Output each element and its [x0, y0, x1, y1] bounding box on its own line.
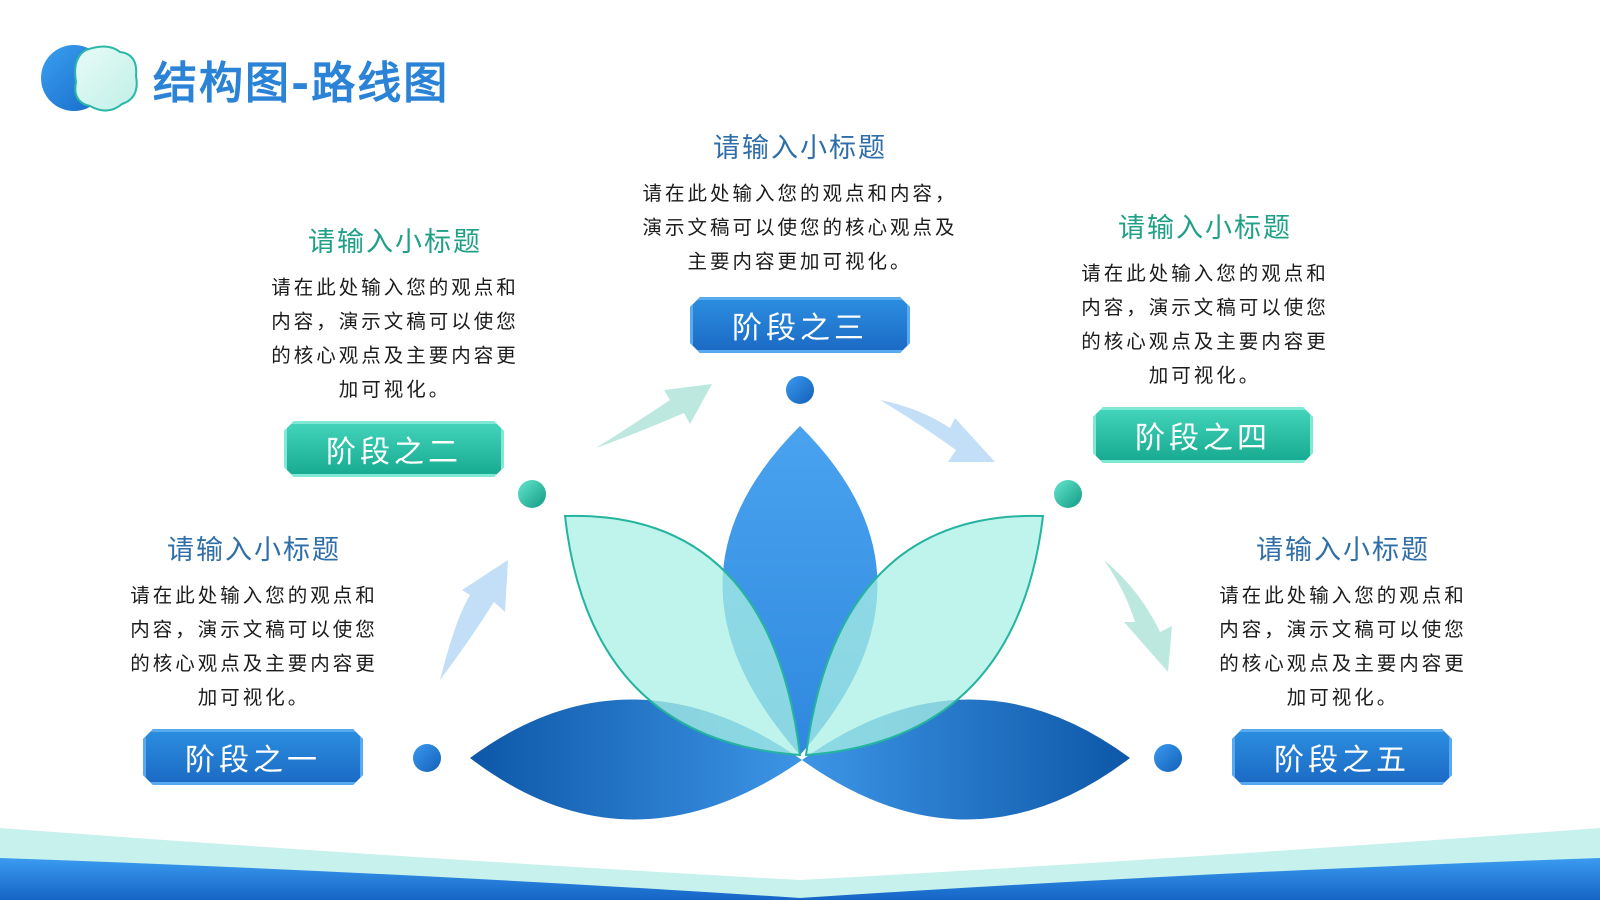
petal-left: [563, 514, 802, 757]
arrow-2-icon: [596, 384, 712, 448]
stage-5-description: 请在此处输入您的观点和 内容，演示文稿可以使您 的核心观点及主要内容更 加可视化…: [1219, 584, 1467, 709]
stage-3-description: 请在此处输入您的观点和内容， 演示文稿可以使您的核心观点及 主要内容更加可视化。: [642, 182, 958, 273]
stage-2-subtitle: 请输入小标题: [308, 227, 482, 258]
stage-4-block: 请输入小标题 请在此处输入您的观点和 内容，演示文稿可以使您 的核心观点及主要内…: [1055, 206, 1355, 393]
stage-1-dot: [413, 744, 441, 772]
stage-3-block: 请输入小标题 请在此处输入您的观点和内容， 演示文稿可以使您的核心观点及 主要内…: [605, 126, 995, 279]
stage-1-subtitle: 请输入小标题: [167, 535, 341, 566]
stage-1-block: 请输入小标题 请在此处输入您的观点和 内容，演示文稿可以使您 的核心观点及主要内…: [104, 528, 404, 715]
stage-4-dot: [1054, 480, 1082, 508]
bottom-wave: [0, 858, 1600, 900]
stage-4-label[interactable]: 阶段之四: [1093, 407, 1313, 463]
stage-3-label[interactable]: 阶段之三: [690, 297, 910, 353]
stage-5-block: 请输入小标题 请在此处输入您的观点和 内容，演示文稿可以使您 的核心观点及主要内…: [1193, 528, 1493, 715]
stage-1-label[interactable]: 阶段之一: [143, 729, 363, 785]
stage-5-label[interactable]: 阶段之五: [1232, 729, 1452, 785]
arrow-4-icon: [1104, 560, 1172, 672]
stage-1-description: 请在此处输入您的观点和 内容，演示文稿可以使您 的核心观点及主要内容更 加可视化…: [130, 584, 378, 709]
stage-2-dot: [518, 480, 546, 508]
stage-4-description: 请在此处输入您的观点和 内容，演示文稿可以使您 的核心观点及主要内容更 加可视化…: [1081, 262, 1329, 387]
stage-3-dot: [786, 376, 814, 404]
stage-2-block: 请输入小标题 请在此处输入您的观点和 内容，演示文稿可以使您 的核心观点及主要内…: [245, 220, 545, 407]
stage-2-label[interactable]: 阶段之二: [284, 421, 504, 477]
page-title: 结构图-路线图: [153, 58, 450, 109]
stage-5-subtitle: 请输入小标题: [1256, 535, 1430, 566]
arrow-3-icon: [880, 400, 995, 462]
arrow-1-icon: [440, 560, 508, 680]
logo-icon: [41, 45, 138, 112]
stage-5-dot: [1154, 744, 1182, 772]
petal-right: [804, 514, 1045, 757]
stage-3-subtitle: 请输入小标题: [713, 133, 887, 164]
stage-2-description: 请在此处输入您的观点和 内容，演示文稿可以使您 的核心观点及主要内容更 加可视化…: [271, 276, 519, 401]
stage-4-subtitle: 请输入小标题: [1118, 213, 1292, 244]
